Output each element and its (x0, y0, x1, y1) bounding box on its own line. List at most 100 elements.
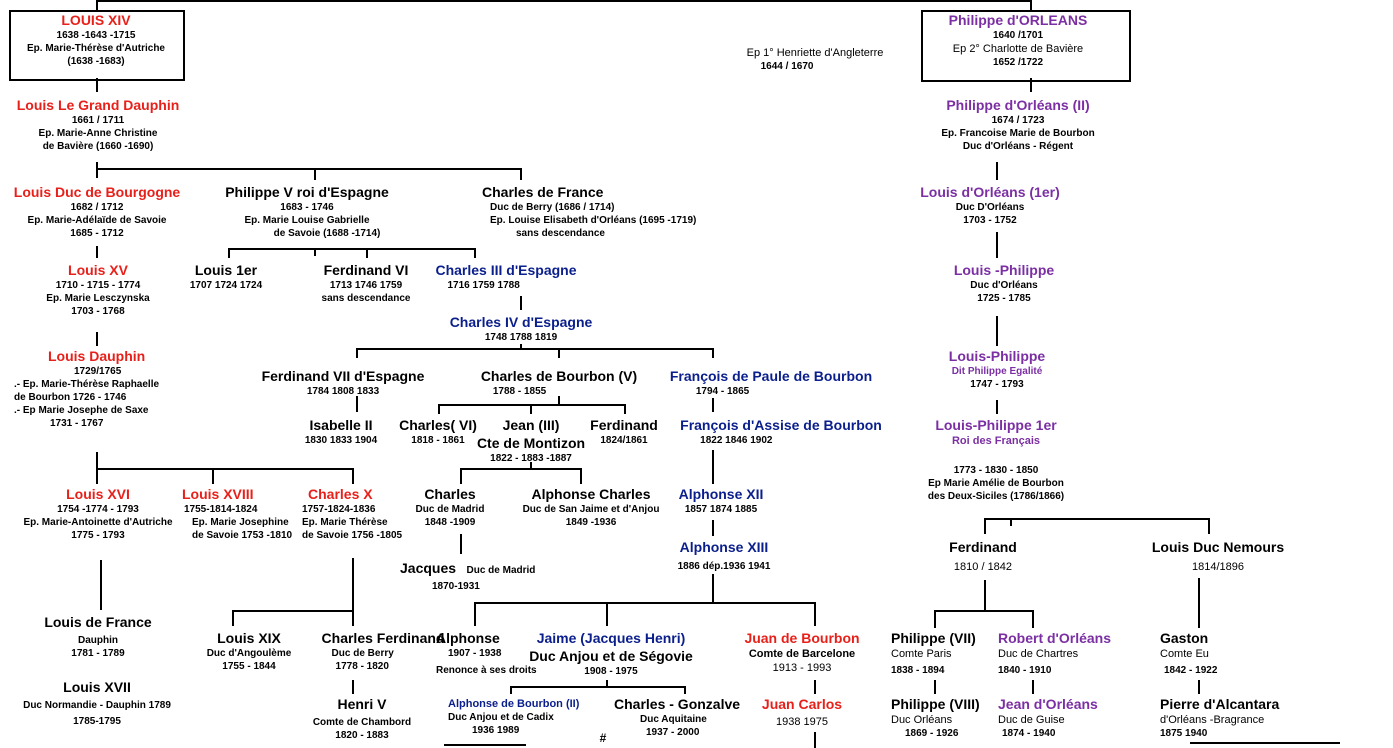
charles-france-title: Duc de Berry (1686 / 1714) (490, 202, 615, 214)
philippe2-spouse: Ep. Francoise Marie de Bourbon (941, 128, 1095, 140)
jean3-name: Jean (III) (502, 417, 560, 433)
alphonse12-name: Alphonse XII (678, 486, 764, 502)
charles3-name: Charles III d'Espagne (435, 262, 577, 278)
philippe7-title: Comte Paris (891, 648, 952, 661)
francois-assise-dates: 1822 1846 1902 (700, 435, 773, 447)
ferdinand6-note: sans descendance (321, 293, 411, 305)
jean3-dates: 1822 - 1883 -1887 (490, 453, 572, 465)
henri5-title: Comte de Chambord (312, 717, 412, 729)
juan-bourbon-title: Comte de Barcelone (748, 648, 856, 661)
charles-bourbon5-dates: 1788 - 1855 (492, 386, 547, 398)
connector-line (474, 602, 476, 626)
connector-line (606, 680, 608, 686)
person-louis-1er: Louis 1er 1707 1724 1724 (190, 261, 262, 292)
louis14-spouse-dates: (1638 -1683) (67, 56, 125, 68)
person-jaime: Jaime (Jacques Henri) Duc Anjou et de Sé… (529, 629, 693, 678)
person-louis-duc-nemours: Louis Duc Nemours 1814/1896 (1152, 538, 1284, 574)
lp1er-spouse-house: des Deux-Siciles (1786/1866) (927, 491, 1065, 503)
robert-name: Robert d'Orléans (998, 630, 1112, 646)
philippe2-title: Duc d'Orléans - Régent (962, 141, 1074, 153)
charles6-dates: 1818 - 1861 (411, 435, 465, 447)
connector-line (438, 404, 440, 414)
connector-line (96, 168, 522, 170)
person-louis-xvii: Louis XVII Duc Normandie - Dauphin 1789 … (23, 678, 171, 728)
person-louis-philippe-egalite: Louis-Philippe Dit Philippe Egalité 1747… (949, 347, 1045, 391)
bourgogne-dates: 1682 / 1712 (70, 202, 124, 214)
person-philippe-vii: Philippe (VII) Comte Paris 1838 - 1894 (891, 629, 976, 677)
louis14-spouse: Ep. Marie-Thérèse d'Autriche (27, 43, 165, 55)
alphonse-bourbon2-dates: 1936 1989 (472, 725, 520, 737)
connector-line (96, 246, 98, 258)
jean-orleans-name: Jean d'Orléans (998, 696, 1098, 712)
connector-line (606, 602, 608, 626)
person-louis-xix: Louis XIX Duc d'Angoulème 1755 - 1844 (207, 629, 292, 673)
connector-line (510, 686, 512, 694)
charles-ferdinand-dates: 1778 - 1820 (335, 661, 389, 673)
person-alphonse-charles: Alphonse Charles Duc de San Jaime et d'A… (523, 485, 660, 529)
connector-line (1198, 578, 1200, 628)
person-alphonse-de-bourbon-ii: Alphonse de Bourbon (II) Duc Anjou et de… (448, 697, 579, 737)
person-charles-duc-de-madrid: Charles Duc de Madrid 1848 -1909 (416, 485, 485, 529)
connector-line (712, 450, 714, 484)
louis18-name: Louis XVIII (182, 486, 254, 502)
person-henri-v: Henri V Comte de Chambord 1820 - 1883 (313, 695, 411, 742)
louis17-title: Duc Normandie - Dauphin 1789 (23, 700, 171, 712)
connector-line (1032, 680, 1034, 694)
connector-line (96, 162, 98, 178)
francois-paule-name: François de Paule de Bourbon (669, 368, 873, 384)
person-louis-de-france: Louis de France Dauphin 1781 - 1789 (44, 613, 151, 660)
louis19-title: Duc d'Angoulème (206, 648, 292, 660)
jean-orleans-title: Duc de Guise (998, 714, 1065, 727)
person-philippe-orleans: Philippe d'ORLEANS 1640 /1701 Ep 2° Char… (949, 11, 1088, 69)
connector-line (712, 520, 714, 536)
louis19-dates: 1755 - 1844 (222, 661, 276, 673)
connector-line (228, 248, 476, 250)
charles10-dates: 1757-1824-1836 (302, 504, 376, 516)
person-louis-xviii: Louis XVIII 1755-1814-1824 Ep. Marie Jos… (182, 485, 292, 542)
charles-france-spouse: Ep. Louise Elisabeth d'Orléans (1695 -17… (490, 215, 697, 227)
charles-bourbon5-name: Charles de Bourbon (V) (480, 368, 638, 384)
charles-france-note: sans descendance (516, 228, 605, 240)
grand-dauphin-name: Louis Le Grand Dauphin (16, 97, 180, 113)
gaston-title: Comte Eu (1160, 648, 1209, 661)
connector-line (96, 468, 354, 470)
nemours-name: Louis Duc Nemours (1151, 539, 1285, 555)
connector-line (314, 168, 316, 180)
jacques-row: Jacques Duc de Madrid (400, 559, 535, 580)
connector-line (444, 744, 526, 746)
alphonse-b-note: Renonce à ses droits (436, 665, 537, 677)
alphonse-charles-title: Duc de San Jaime et d'Anjou (522, 504, 660, 516)
louis-dauphin-dates: 1729/1765 (74, 366, 122, 378)
connector-line (712, 348, 714, 358)
louis18-dates: 1755-1814-1824 (184, 504, 258, 516)
bourgogne-spouse: Ep. Marie-Adélaïde de Savoie (27, 215, 167, 227)
connector-line (96, 0, 98, 10)
person-charles-vi: Charles( VI) 1818 - 1861 (399, 416, 477, 447)
bourgogne-spouse-dates: 1685 - 1712 (70, 228, 124, 240)
connector-line (366, 248, 368, 258)
connector-line (314, 248, 316, 256)
grand-dauphin-spouse: Ep. Marie-Anne Christine (38, 128, 158, 140)
connector-line (228, 248, 230, 258)
person-pierre-d-alcantara: Pierre d'Alcantara d'Orléans -Bragrance … (1160, 695, 1279, 740)
connector-line (984, 580, 986, 610)
louis-philippe-a-title: Duc d'Orléans (970, 280, 1038, 292)
person-louis-xvi: Louis XVI 1754 -1774 - 1793 Ep. Marie-An… (23, 485, 172, 542)
connector-line (520, 296, 522, 310)
louis16-dates: 1754 -1774 - 1793 (57, 504, 139, 516)
charles-france-name: Charles de France (482, 184, 604, 200)
henriette-text: Ep 1° Henriette d'Angleterre (746, 47, 884, 59)
louis15-name: Louis XV (68, 262, 128, 278)
person-louis-philippe-1er: Louis-Philippe 1er Roi des Français 1773… (928, 416, 1064, 503)
person-louis-philippe-a: Louis -Philippe Duc d'Orléans 1725 - 178… (954, 261, 1054, 305)
connector-line (558, 348, 560, 358)
bourgogne-name: Louis Duc de Bourgogne (13, 184, 181, 200)
louis-philippe-b-name: Louis-Philippe (948, 348, 1046, 364)
philippe8-dates: 1869 - 1926 (905, 728, 959, 740)
louis-philippe-a-dates: 1725 - 1785 (977, 293, 1031, 305)
ferdinand7-name: Ferdinand VII d'Espagne (261, 368, 425, 384)
connector-line (1030, 78, 1032, 92)
connector-line (996, 162, 998, 180)
louis18-spouse-house: de Savoie 1753 -1810 (192, 530, 293, 542)
